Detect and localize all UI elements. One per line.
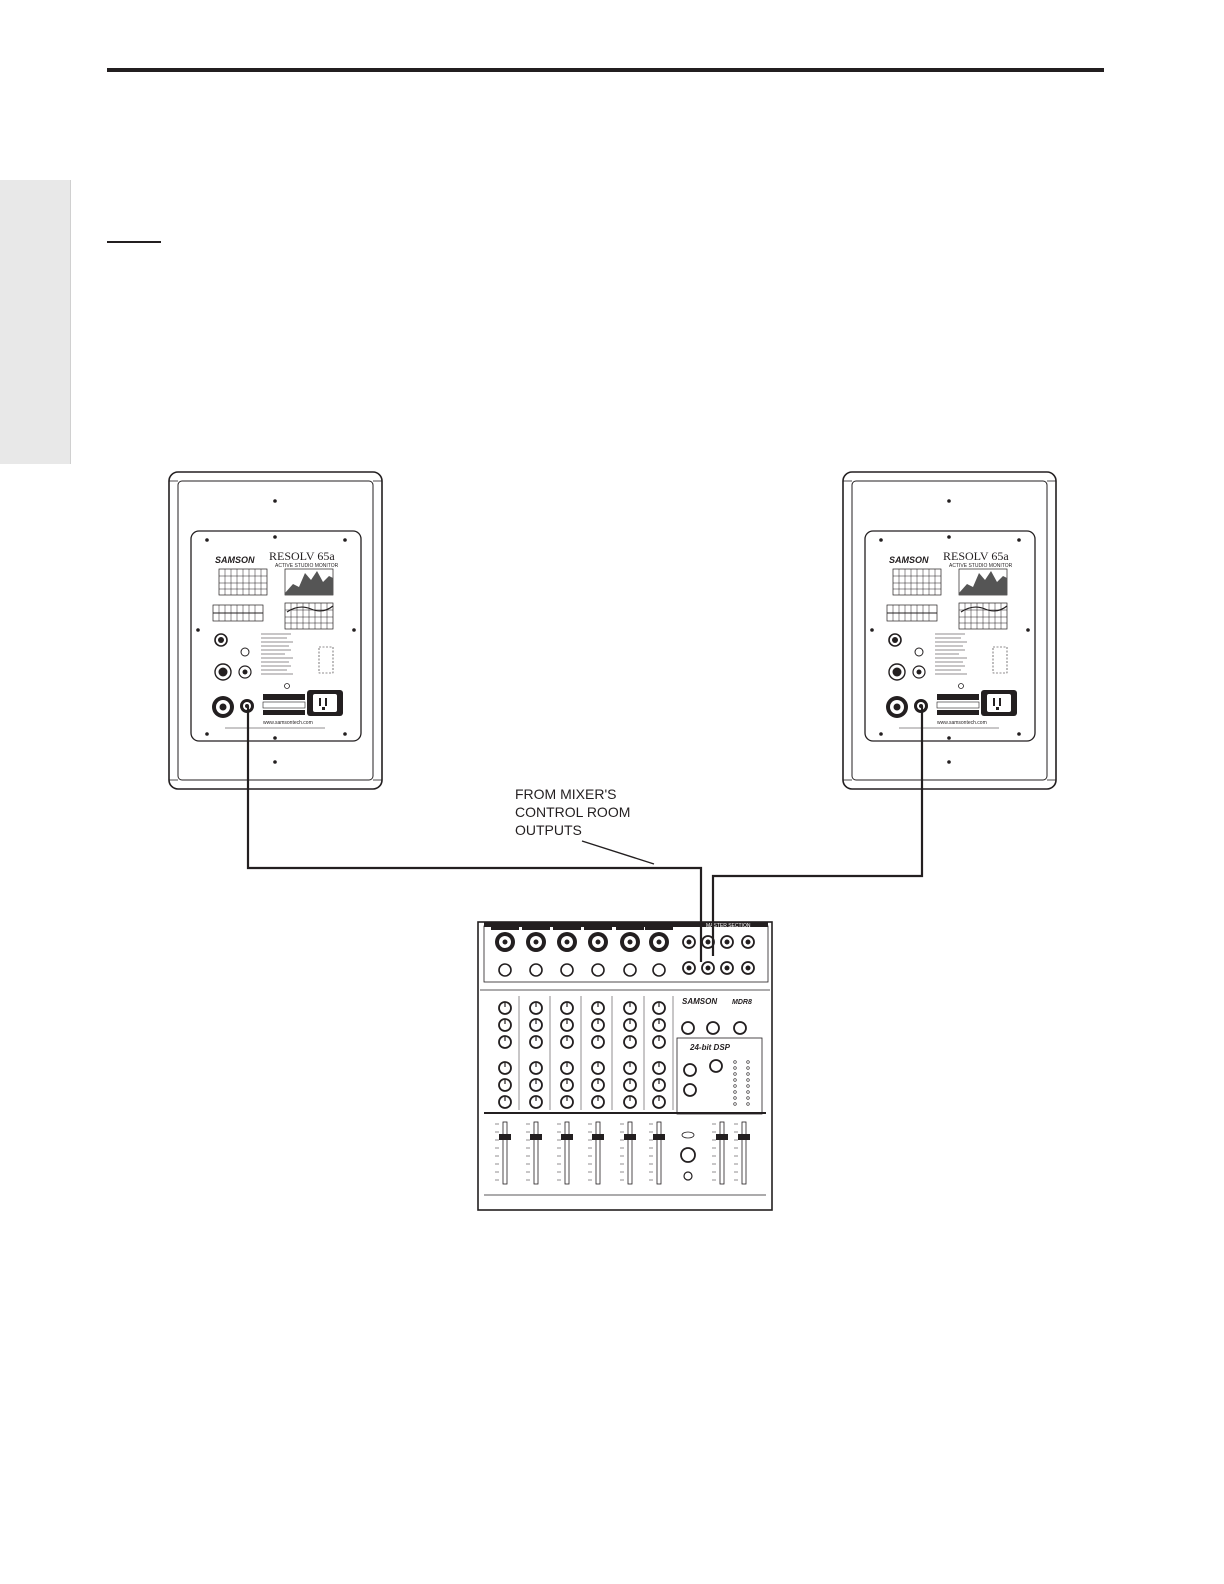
mixer-fader-cap bbox=[530, 1134, 542, 1140]
mixer-master-knob bbox=[707, 1022, 719, 1034]
mixer-fader-track bbox=[596, 1122, 600, 1184]
mixer-gain-knob bbox=[499, 964, 511, 976]
mixer-master-knob bbox=[682, 1022, 694, 1034]
mixer-fader-cap bbox=[653, 1134, 665, 1140]
left-monitor-model: RESOLV 65a bbox=[269, 549, 335, 563]
mixer-fader-cap bbox=[624, 1134, 636, 1140]
mixer-fader-cap bbox=[738, 1134, 750, 1140]
callout-line-2: CONTROL ROOM bbox=[515, 804, 630, 820]
right-monitor-model: RESOLV 65a bbox=[943, 549, 1009, 563]
callout-line-1: FROM MIXER'S bbox=[515, 786, 616, 802]
mixer-master-knob bbox=[734, 1022, 746, 1034]
left-monitor-subtitle: ACTIVE STUDIO MONITOR bbox=[275, 563, 339, 569]
mixer-gain-knob bbox=[592, 964, 604, 976]
callout-line-3: OUTPUTS bbox=[515, 822, 582, 838]
mixer: MASTER SECTION SAMSON MDR8 24-bit DSP bbox=[478, 922, 772, 1210]
left-monitor: SAMSON RESOLV 65a ACTIVE STUDIO MONITOR … bbox=[169, 472, 382, 789]
mixer-gain-knob bbox=[653, 964, 665, 976]
mixer-fader-track bbox=[628, 1122, 632, 1184]
callout-leader bbox=[582, 841, 654, 864]
right-monitor-website: www.samsontech.com bbox=[937, 720, 987, 726]
right-monitor-subtitle: ACTIVE STUDIO MONITOR bbox=[949, 563, 1013, 569]
mixer-dsp-label: 24-bit DSP bbox=[689, 1043, 731, 1052]
mixer-master-knob bbox=[710, 1060, 722, 1072]
mixer-brand: SAMSON bbox=[682, 997, 717, 1006]
mixer-fader-track bbox=[503, 1122, 507, 1184]
mixer-fader-track bbox=[742, 1122, 746, 1184]
mixer-gain-knob bbox=[624, 964, 636, 976]
mixer-fader-cap bbox=[561, 1134, 573, 1140]
mixer-fader-track bbox=[565, 1122, 569, 1184]
right-monitor: SAMSON RESOLV 65a ACTIVE STUDIO MONITOR … bbox=[843, 472, 1056, 789]
left-monitor-website: www.samsontech.com bbox=[263, 720, 313, 726]
mixer-master-knob bbox=[684, 1084, 696, 1096]
mixer-fader-cap bbox=[592, 1134, 604, 1140]
mixer-fader-track bbox=[534, 1122, 538, 1184]
mixer-gain-knob bbox=[530, 964, 542, 976]
mixer-fader-track bbox=[720, 1122, 724, 1184]
mixer-fader-cap bbox=[499, 1134, 511, 1140]
mixer-fader-track bbox=[657, 1122, 661, 1184]
mixer-gain-knob bbox=[561, 964, 573, 976]
mixer-model: MDR8 bbox=[732, 999, 752, 1006]
right-monitor-brand: SAMSON bbox=[889, 555, 929, 565]
left-monitor-brand: SAMSON bbox=[215, 555, 255, 565]
mixer-master-knob bbox=[684, 1064, 696, 1076]
mixer-fader-cap bbox=[716, 1134, 728, 1140]
